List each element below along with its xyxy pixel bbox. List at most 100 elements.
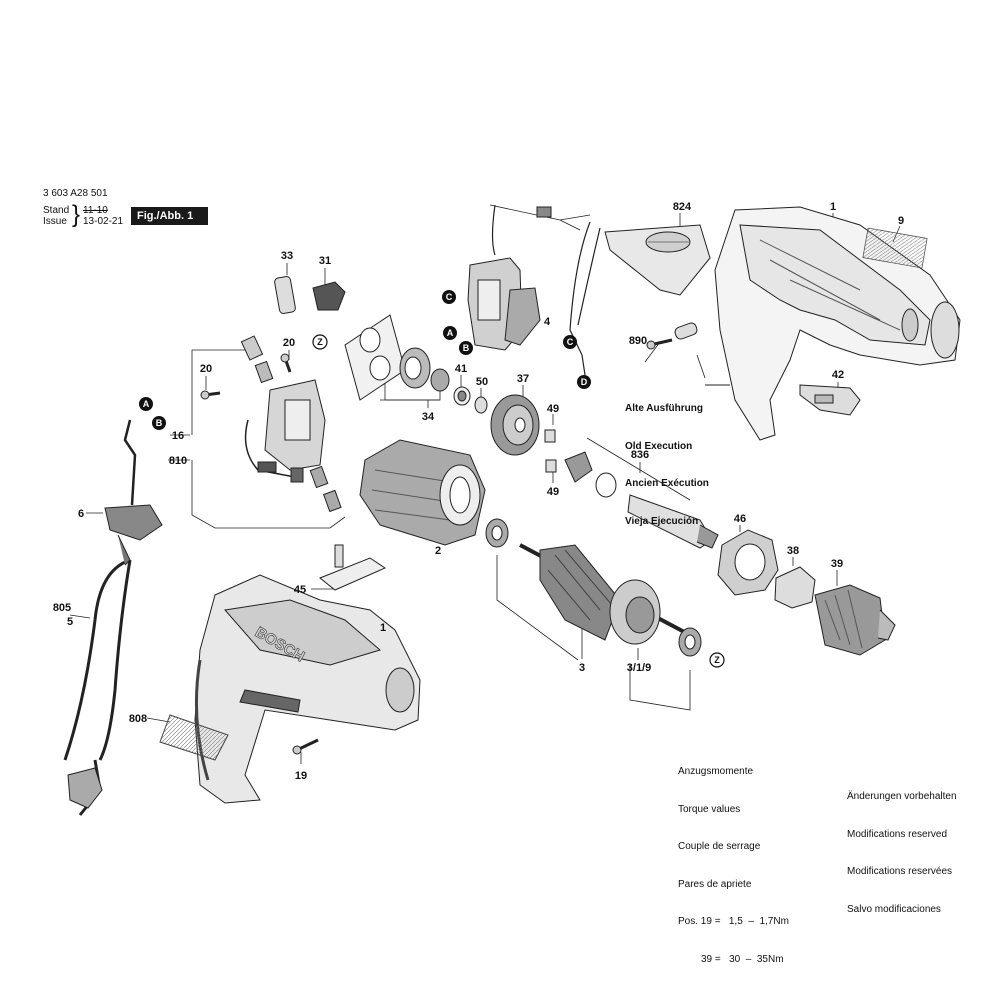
marker-A-2-label: A bbox=[143, 399, 150, 409]
marker-C-1 bbox=[442, 290, 456, 304]
callout-46: 46 bbox=[734, 513, 746, 525]
callout-3-1-9: 3/1/9 bbox=[627, 662, 651, 674]
modifications-note: Änderungen vorbehalten Modifications res… bbox=[847, 766, 957, 941]
callout-808: 808 bbox=[129, 713, 147, 725]
callout-2: 2 bbox=[435, 545, 441, 557]
gearbox-cover-46 bbox=[717, 529, 779, 596]
callout-16: 16 bbox=[172, 430, 184, 442]
callout-20-top: 20 bbox=[283, 337, 295, 349]
plug bbox=[67, 767, 103, 809]
chuck-39 bbox=[814, 584, 896, 656]
bracket-42 bbox=[799, 384, 861, 416]
callout-6: 6 bbox=[78, 508, 84, 520]
issue-date: 13-02-21 bbox=[83, 216, 124, 227]
mod-fr: Modifications reservées bbox=[847, 866, 953, 877]
part-31 bbox=[312, 281, 346, 311]
pin-49b bbox=[545, 459, 557, 473]
bearing-left bbox=[485, 518, 509, 548]
screw-19 bbox=[292, 738, 319, 755]
speed-module-824 bbox=[604, 224, 711, 296]
washer-50 bbox=[474, 396, 488, 414]
stator-2 bbox=[359, 439, 486, 546]
screw-890 bbox=[646, 322, 698, 350]
sleeve-38 bbox=[774, 566, 816, 609]
torque-values: Anzugsmomente Torque values Couple de se… bbox=[678, 741, 789, 991]
marker-B-2 bbox=[152, 416, 166, 430]
mod-de: Änderungen vorbehalten bbox=[847, 791, 957, 802]
callout-3: 3 bbox=[579, 662, 585, 674]
brace: } bbox=[72, 201, 81, 228]
torque-de: Anzugsmomente bbox=[678, 766, 754, 777]
wire-connector bbox=[536, 206, 552, 218]
old-execution-note: Alte Ausführung Old Execution Ancien Exé… bbox=[625, 378, 709, 553]
marker-A-1-label: A bbox=[447, 328, 454, 338]
torque-es: Pares de apriete bbox=[678, 878, 752, 890]
callout-4: 4 bbox=[544, 316, 551, 328]
mod-en: Modifications reserved bbox=[847, 828, 948, 840]
marker-Z-1 bbox=[312, 334, 328, 350]
mod-es: Salvo modificaciones bbox=[847, 903, 941, 915]
fan-ring bbox=[399, 347, 431, 389]
marker-A-1 bbox=[443, 326, 457, 340]
power-cord bbox=[63, 419, 137, 816]
marker-C-2 bbox=[563, 335, 577, 349]
callout-1-bottom: 1 bbox=[380, 622, 386, 634]
figure-label: Fig./Abb. 1 bbox=[131, 207, 208, 225]
spindle-836 bbox=[564, 451, 719, 549]
callout-33: 33 bbox=[281, 250, 293, 262]
brush-holder-16 bbox=[200, 335, 342, 513]
marker-Z-2-label: Z bbox=[714, 655, 720, 665]
callout-37: 37 bbox=[517, 373, 529, 385]
plate-34 bbox=[344, 314, 406, 401]
callout-824: 824 bbox=[673, 201, 692, 213]
torque-pos-19: Pos. 19 = 1,5 – 1,7Nm bbox=[678, 916, 789, 927]
drill-housing-bottom bbox=[194, 574, 421, 804]
callout-19: 19 bbox=[295, 770, 307, 782]
gear-37 bbox=[490, 394, 540, 456]
bearing-41 bbox=[430, 368, 471, 406]
callout-38: 38 bbox=[787, 545, 799, 557]
callout-9: 9 bbox=[898, 215, 904, 227]
strain-relief-6 bbox=[104, 504, 163, 566]
marker-C-2-label: C bbox=[567, 337, 574, 347]
callout-39: 39 bbox=[831, 558, 843, 570]
callout-5: 5 bbox=[67, 616, 73, 628]
callout-50: 50 bbox=[476, 376, 488, 388]
callout-42: 42 bbox=[832, 369, 844, 381]
switch-4 bbox=[467, 257, 541, 351]
bearing-right bbox=[678, 627, 702, 657]
callout-34: 34 bbox=[422, 411, 435, 423]
pin-49a bbox=[544, 429, 556, 443]
marker-A-2 bbox=[139, 397, 153, 411]
old-exec-fr: Ancien Exécution bbox=[625, 478, 709, 489]
label-plate-808 bbox=[159, 714, 229, 761]
plate-45 bbox=[319, 544, 387, 591]
old-exec-es: Vieja Ejecución bbox=[625, 515, 699, 527]
callout-1-top: 1 bbox=[830, 201, 836, 213]
marker-B-2-label: B bbox=[156, 418, 163, 428]
callout-49-bottom: 49 bbox=[547, 486, 559, 498]
stand-date-struck: 11-10 bbox=[83, 205, 108, 216]
armature-3 bbox=[519, 543, 691, 645]
callout-810: 810 bbox=[169, 455, 187, 467]
torque-pos-39: 39 = 30 – 35Nm bbox=[701, 953, 784, 965]
part-33 bbox=[274, 276, 296, 314]
housing-half-top bbox=[714, 206, 961, 441]
callout-31: 31 bbox=[319, 255, 331, 267]
letter-markers: C A B C D A B Z Z bbox=[139, 290, 725, 668]
callout-836: 836 bbox=[631, 449, 649, 461]
marker-D bbox=[577, 375, 591, 389]
wires bbox=[491, 204, 601, 376]
stand-label: Stand bbox=[43, 205, 70, 216]
callout-20-left: 20 bbox=[200, 363, 212, 375]
callout-45: 45 bbox=[294, 584, 306, 596]
callout-890: 890 bbox=[629, 335, 647, 347]
document-number: 3 603 A28 501 bbox=[43, 188, 108, 199]
marker-B-1 bbox=[459, 341, 473, 355]
label-plate-9 bbox=[862, 227, 928, 269]
marker-B-1-label: B bbox=[463, 343, 470, 353]
marker-Z-1-label: Z bbox=[317, 337, 323, 347]
marker-Z-2 bbox=[709, 652, 725, 668]
